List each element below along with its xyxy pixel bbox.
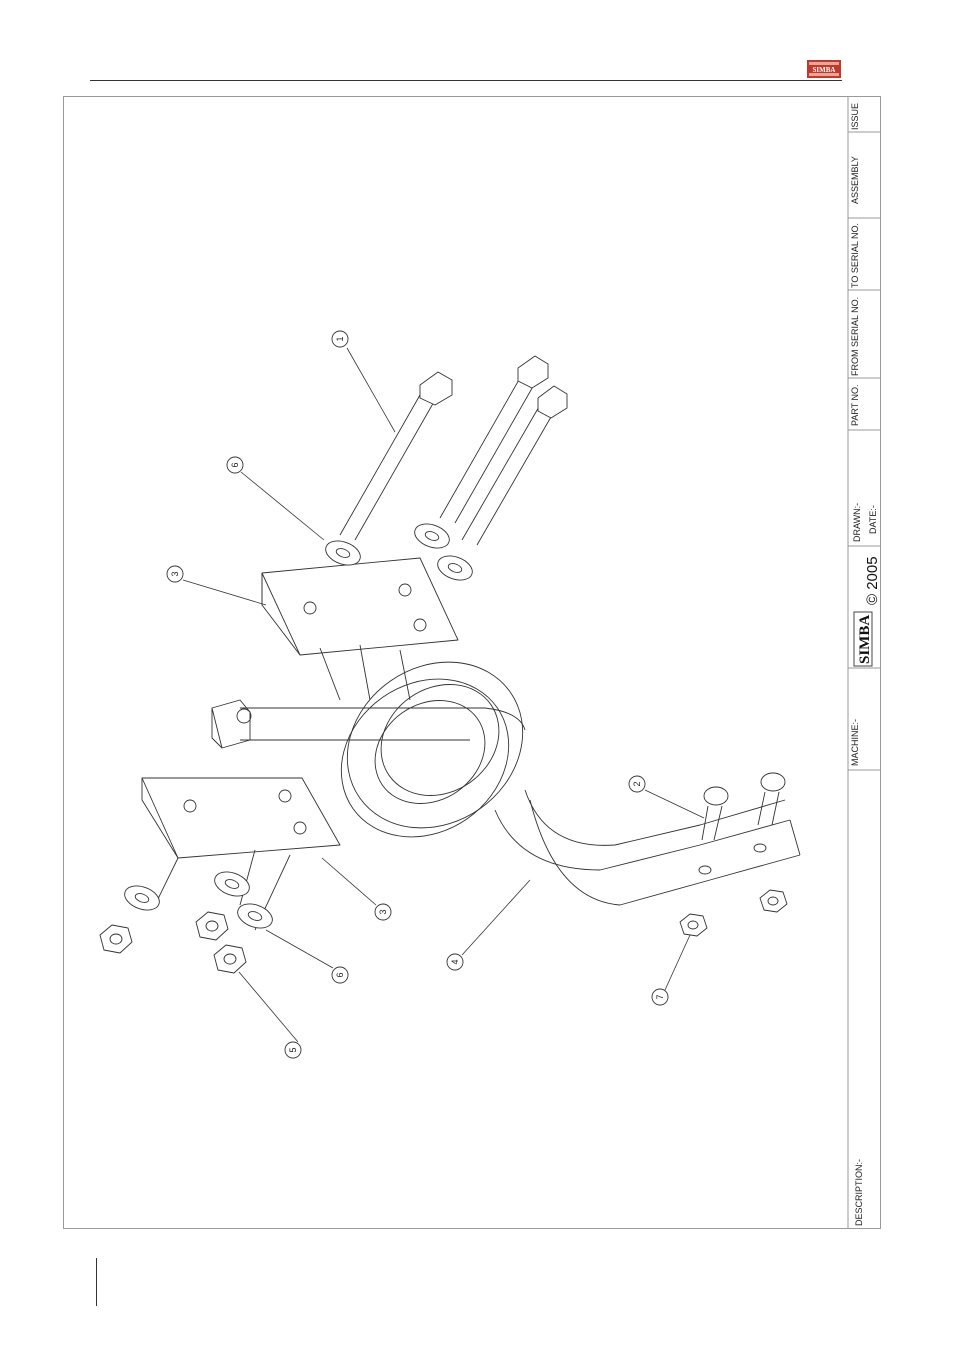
svg-text:5: 5 bbox=[288, 1047, 298, 1052]
from-serial-label: FROM SERIAL NO. bbox=[850, 297, 860, 376]
carriage-bolt-2 bbox=[758, 773, 785, 825]
hex-nut-3 bbox=[214, 945, 246, 973]
washer-lower-2 bbox=[211, 868, 252, 901]
upper-clamp-plate bbox=[262, 558, 458, 700]
washer-lower-1 bbox=[121, 882, 162, 915]
svg-text:6: 6 bbox=[230, 462, 240, 467]
svg-text:1: 1 bbox=[335, 336, 345, 341]
callout-1: 1 bbox=[332, 331, 348, 347]
callout-leaders bbox=[183, 348, 704, 1042]
svg-text:3: 3 bbox=[378, 909, 388, 914]
svg-text:6: 6 bbox=[335, 972, 345, 977]
part-no-label: PART NO. bbox=[850, 384, 860, 426]
copyright-text: © 2005 bbox=[864, 556, 881, 605]
brand-text: SIMBA bbox=[857, 615, 873, 664]
issue-label: ISSUE bbox=[850, 103, 860, 130]
hex-nut-7a bbox=[680, 914, 707, 936]
date-label: DATE:- bbox=[868, 505, 878, 534]
svg-text:3: 3 bbox=[170, 571, 180, 576]
svg-text:4: 4 bbox=[450, 959, 460, 964]
hex-nut-1 bbox=[100, 925, 132, 953]
to-serial-label: TO SERIAL NO. bbox=[850, 223, 860, 288]
carriage-bolt-1 bbox=[702, 787, 728, 840]
callout-6-upper: 6 bbox=[227, 457, 243, 473]
callout-5: 5 bbox=[285, 1042, 301, 1058]
assembly-label: ASSEMBLY bbox=[850, 156, 860, 204]
tine-mounting-eye bbox=[212, 700, 251, 748]
callout-7: 7 bbox=[652, 989, 668, 1005]
hex-nut-7b bbox=[760, 890, 787, 912]
hex-bolt-3 bbox=[462, 386, 567, 545]
svg-text:2: 2 bbox=[632, 781, 642, 786]
callout-3-upper: 3 bbox=[167, 566, 183, 582]
callout-2: 2 bbox=[629, 776, 645, 792]
coil-spring-tine bbox=[240, 628, 800, 905]
callout-3-lower: 3 bbox=[375, 904, 391, 920]
callout-4: 4 bbox=[447, 954, 463, 970]
svg-text:7: 7 bbox=[655, 994, 665, 999]
washer-upper-3 bbox=[434, 552, 475, 585]
callout-6-lower: 6 bbox=[332, 967, 348, 983]
hex-bolt-1 bbox=[340, 372, 452, 540]
hex-bolt-2 bbox=[440, 356, 548, 523]
description-label: DESCRIPTION:- bbox=[854, 1159, 864, 1226]
hex-nut-2 bbox=[196, 912, 228, 940]
washer-upper-2 bbox=[411, 520, 452, 553]
machine-label: MACHINE:- bbox=[850, 719, 860, 766]
drawn-label: DRAWN:- bbox=[852, 503, 862, 542]
simba-brand-mark: SIMBA bbox=[854, 612, 873, 666]
